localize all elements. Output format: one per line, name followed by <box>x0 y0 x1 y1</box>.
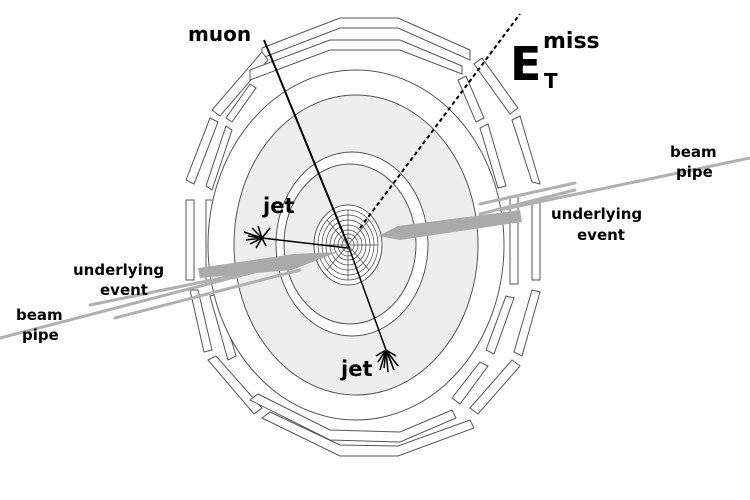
met-sup-label: miss <box>543 29 600 54</box>
muon-label: muon <box>188 22 251 46</box>
underlying-event-right-label-2: event <box>577 226 625 244</box>
met-sub-label: T <box>544 69 558 93</box>
muon-chamber-segments <box>185 17 541 457</box>
underlying-event-right-label-1: underlying <box>551 205 642 223</box>
underlying-event-arrow-right <box>378 210 522 240</box>
jet-upper <box>243 225 349 249</box>
underlying-event-arrow-left <box>198 252 338 278</box>
jet-upper-label: jet <box>262 194 294 218</box>
beam-pipe-left-label-1: beam <box>16 306 63 324</box>
met-main-label: E <box>510 37 541 91</box>
beam-pipe-right-label-2: pipe <box>676 163 713 181</box>
underlying-event-left-label-2: event <box>100 281 148 299</box>
met-line <box>359 13 521 229</box>
beam-pipe-right-label-1: beam <box>670 143 717 161</box>
underlying-event-left-label-1: underlying <box>73 261 164 279</box>
met-label: E miss T <box>510 29 600 93</box>
beam-pipe-left-label-2: pipe <box>22 326 59 344</box>
jet-lower-label: jet <box>340 357 372 381</box>
muon-track <box>263 39 349 246</box>
jet-lower <box>347 244 399 373</box>
